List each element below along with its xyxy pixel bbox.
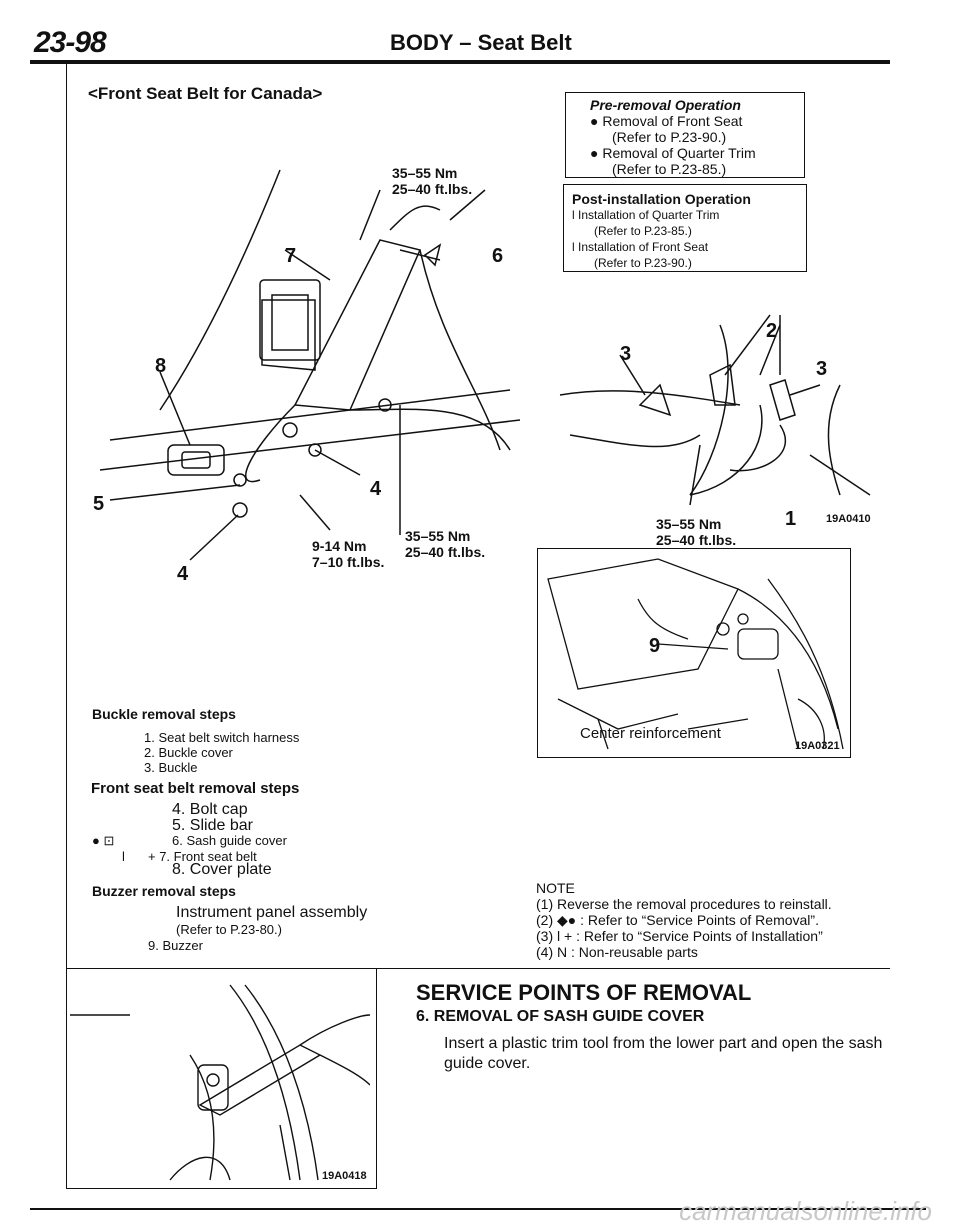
buzzer-diagram	[547, 558, 844, 750]
figure-code: 19A0410	[826, 513, 871, 525]
service-body: Insert a plastic trim tool from the lowe…	[444, 1035, 883, 1072]
callout-2: 2	[766, 320, 778, 342]
torque-ftlbs: 7–10 ft.lbs.	[312, 554, 385, 570]
buzzer-diagram-frame	[537, 548, 851, 758]
front-belt-step: 6. Sash guide cover	[172, 833, 287, 848]
buckle-step: 2. Buckle cover	[144, 745, 233, 760]
pre-removal-title: Pre-removal Operation	[590, 97, 741, 113]
note-line: (1) Reverse the removal procedures to re…	[536, 896, 832, 912]
buzzer-step: Instrument panel assembly	[176, 904, 368, 921]
header-rule	[30, 60, 890, 64]
torque-spec-mid: 35–55 Nm 25–40 ft.lbs.	[405, 528, 485, 560]
post-install-box: Post-installation Operation l Installati…	[563, 184, 807, 272]
post-install-line: l Installation of Quarter Trim	[572, 208, 720, 222]
front-belt-steps-title: Front seat belt removal steps	[91, 780, 300, 797]
front-belt-step: + 7. Front seat belt	[148, 849, 257, 864]
seat-belt-exploded-diagram	[99, 169, 521, 561]
service-subheading: 6. REMOVAL OF SASH GUIDE COVER	[416, 1008, 705, 1025]
torque-nm: 35–55 Nm	[656, 516, 722, 532]
callout-4-lower: 4	[177, 563, 189, 585]
front-belt-mark: ● ⊡	[92, 833, 115, 848]
buzzer-steps-title: Buzzer removal steps	[92, 883, 236, 899]
torque-spec-low: 9-14 Nm 7–10 ft.lbs.	[312, 538, 384, 570]
front-belt-step: 4. Bolt cap	[172, 801, 248, 818]
post-install-line: (Refer to P.23-85.)	[594, 224, 692, 238]
torque-spec-top: 35–55 Nm 25–40 ft.lbs.	[392, 165, 472, 197]
buckle-step: 3. Buckle	[144, 760, 198, 775]
note-title: NOTE	[536, 880, 575, 896]
callout-4: 4	[370, 478, 382, 500]
callout-6: 6	[492, 245, 504, 267]
section-divider	[66, 968, 890, 969]
callout-3-right: 3	[816, 358, 828, 380]
note-block: NOTE (1) Reverse the removal procedures …	[536, 880, 886, 960]
note-line: (4) N : Non-reusable parts	[536, 944, 698, 960]
callout-7: 7	[285, 245, 297, 267]
callout-3: 3	[620, 343, 632, 365]
pre-removal-line: ● Removal of Front Seat	[590, 113, 743, 129]
figure-code: 19A0321	[795, 740, 840, 752]
sash-guide-diagram-frame	[66, 968, 377, 1189]
torque-nm: 9-14 Nm	[312, 538, 367, 554]
buckle-diagram	[559, 314, 871, 506]
post-install-line: (Refer to P.23-90.)	[594, 256, 692, 270]
torque-ftlbs: 25–40 ft.lbs.	[656, 532, 737, 548]
center-reinforcement-caption: Center reinforcement	[580, 725, 721, 742]
buzzer-step: (Refer to P.23-80.)	[176, 922, 282, 937]
page-subheading: <Front Seat Belt for Canada>	[88, 84, 323, 103]
front-belt-step: 5. Slide bar	[172, 817, 253, 834]
torque-spec-buckle: 35–55 Nm 25–40 ft.lbs.	[656, 516, 736, 548]
note-line: (2) ◆● : Refer to “Service Points of Rem…	[536, 912, 819, 928]
left-margin-rule	[66, 64, 67, 1188]
torque-nm: 35–55 Nm	[405, 528, 471, 544]
callout-5: 5	[93, 493, 105, 515]
callout-9: 9	[649, 635, 661, 657]
front-belt-step: 8. Cover plate	[172, 861, 272, 878]
figure-code: 19A0418	[322, 1170, 367, 1182]
torque-ftlbs: 25–40 ft.lbs.	[392, 181, 473, 197]
pre-removal-line: ● Removal of Quarter Trim	[590, 145, 756, 161]
buckle-steps-title: Buckle removal steps	[92, 706, 236, 722]
post-install-title: Post-installation Operation	[572, 191, 751, 207]
section-title: BODY – Seat Belt	[390, 30, 572, 55]
service-heading: SERVICE POINTS OF REMOVAL	[416, 980, 752, 1005]
page-number: 23-98	[34, 26, 107, 59]
torque-ftlbs: 25–40 ft.lbs.	[405, 544, 486, 560]
buckle-step: 1. Seat belt switch harness	[144, 730, 300, 745]
pre-removal-line: (Refer to P.23-90.)	[612, 129, 727, 145]
callout-1: 1	[785, 508, 797, 530]
footer-rule	[30, 1208, 926, 1210]
pre-removal-box: Pre-removal Operation ● Removal of Front…	[565, 92, 805, 178]
front-belt-mark: l	[122, 849, 125, 864]
note-line: (3) l + : Refer to “Service Points of In…	[536, 928, 823, 944]
callout-8: 8	[155, 355, 167, 377]
sash-guide-diagram	[70, 984, 370, 1181]
post-install-line: l Installation of Front Seat	[572, 240, 709, 254]
watermark: carmanualsonline.info	[679, 1196, 932, 1226]
pre-removal-line: (Refer to P.23-85.)	[612, 161, 727, 177]
torque-nm: 35–55 Nm	[392, 165, 458, 181]
buzzer-step: 9. Buzzer	[148, 938, 203, 953]
